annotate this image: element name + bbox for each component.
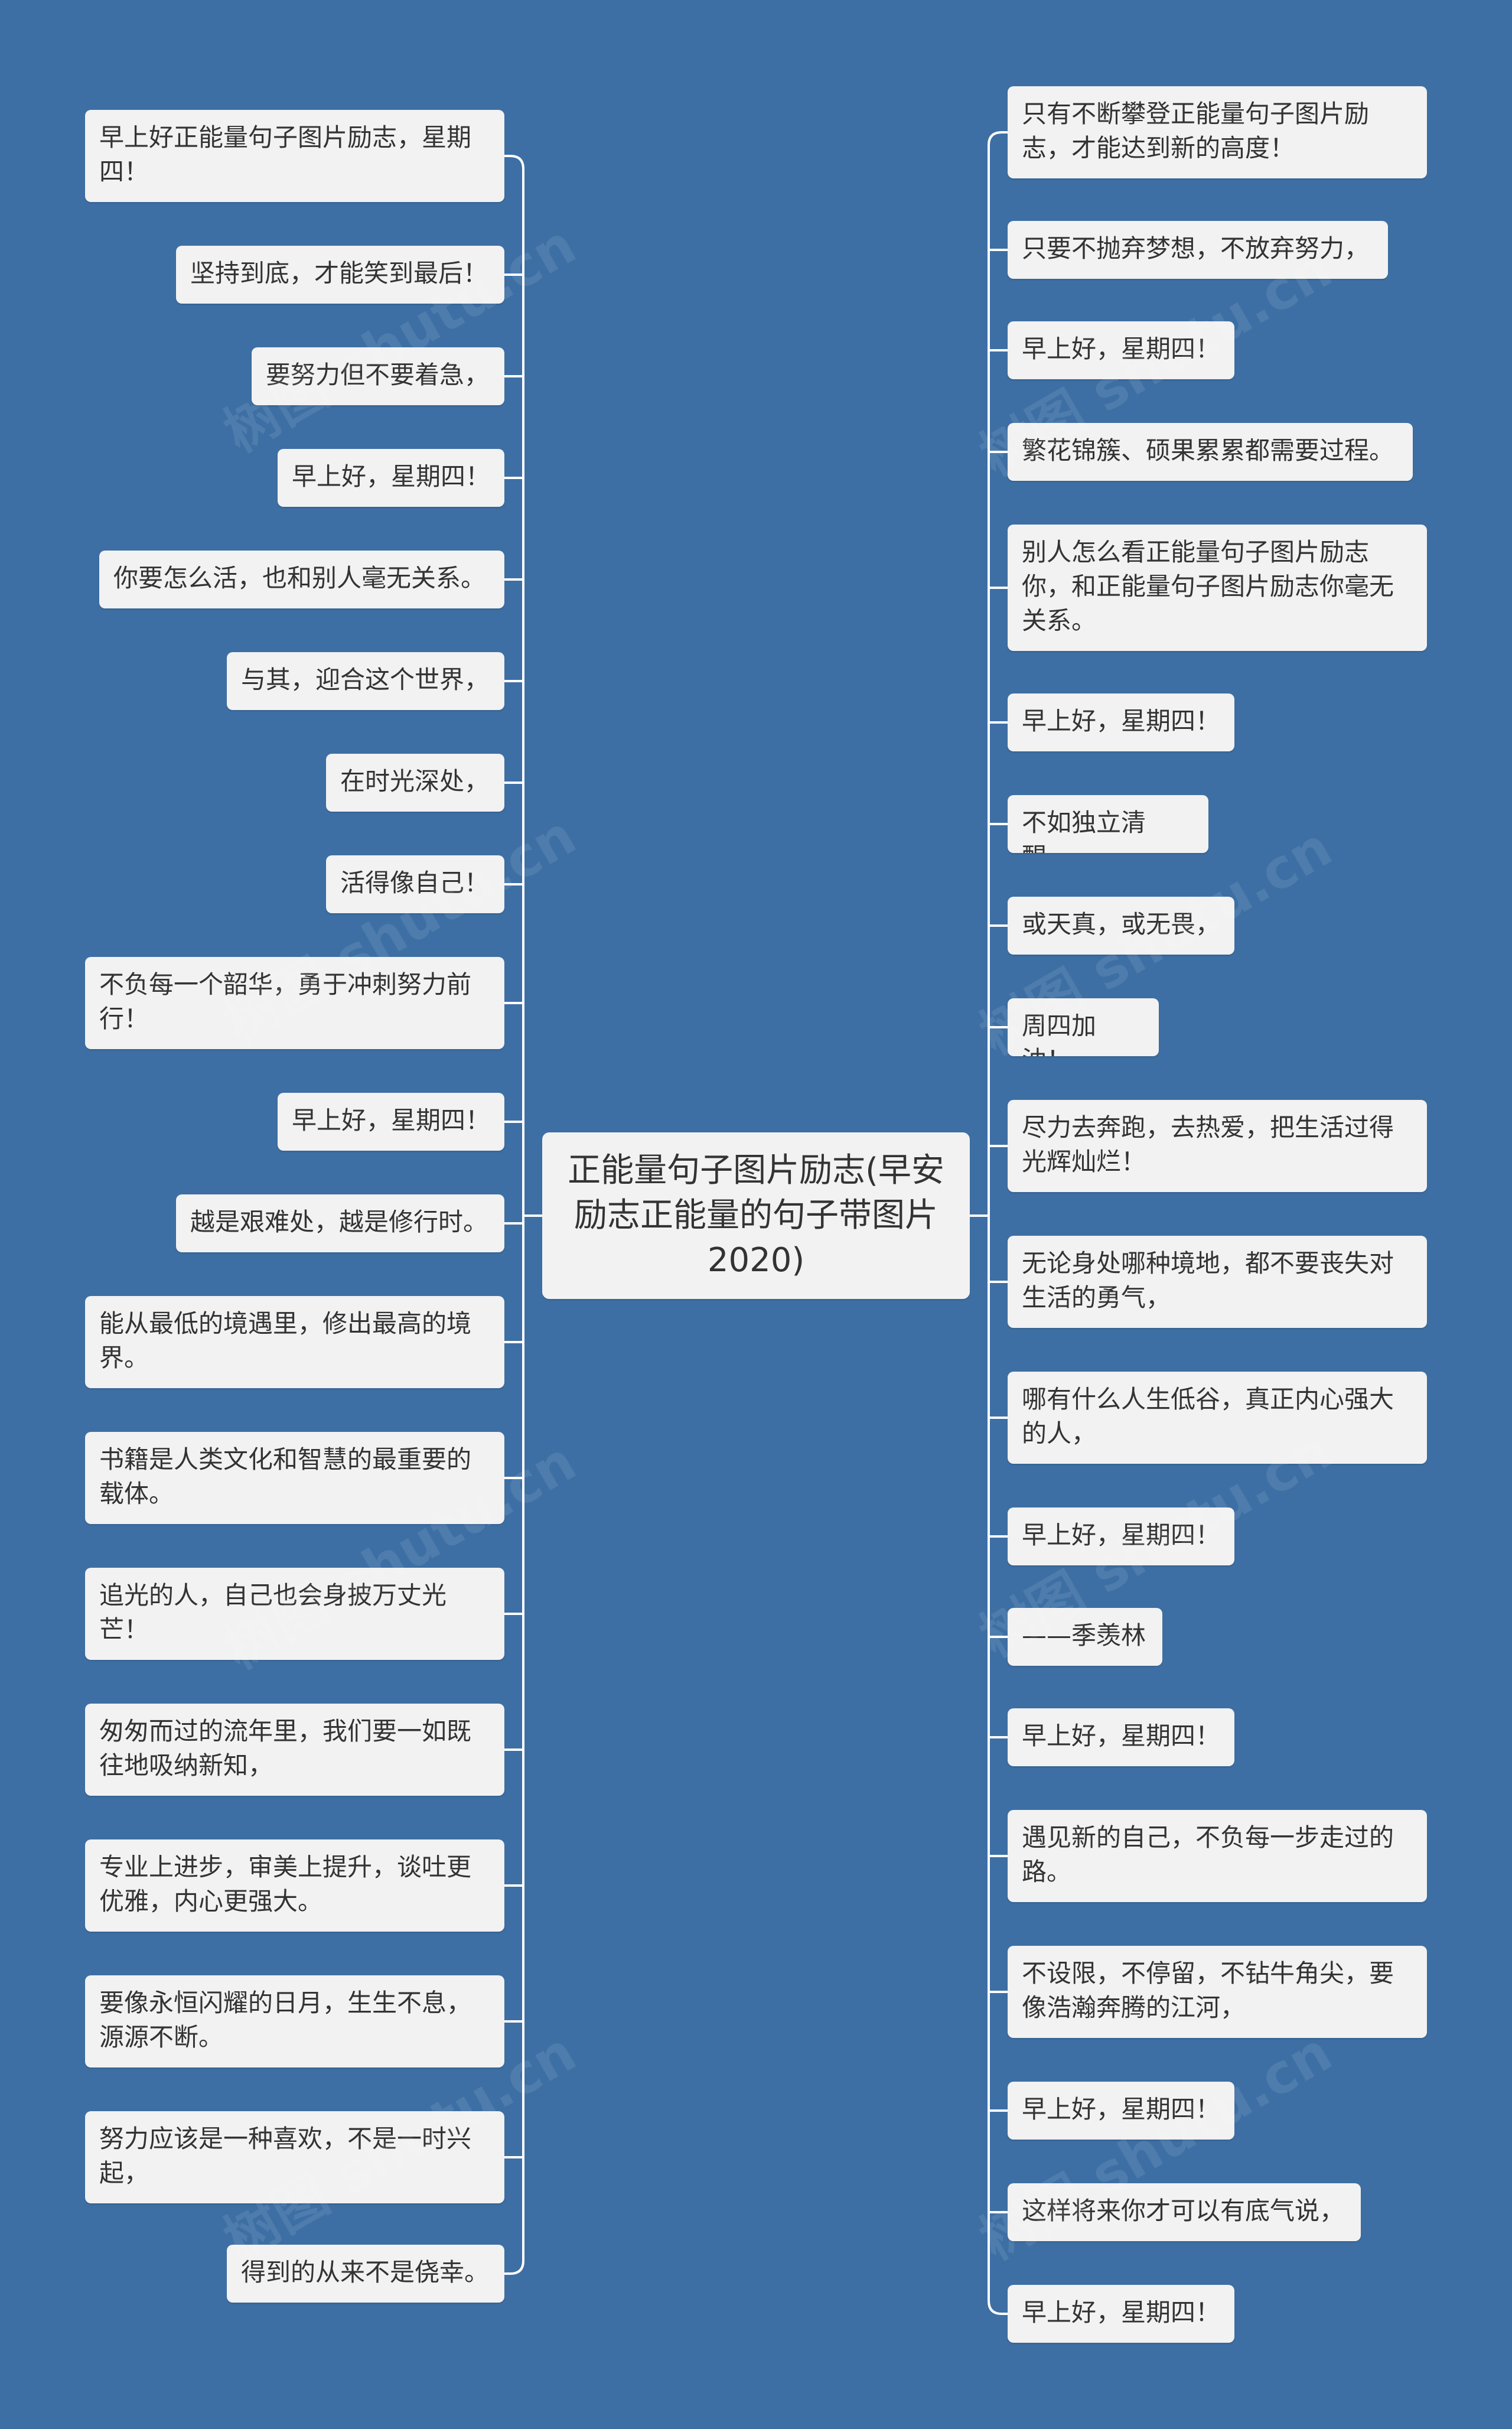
left-branch-label: 在时光深处， <box>340 767 490 796</box>
right-branch-label: ——季羡林 <box>1022 1621 1146 1650</box>
left-branch-node[interactable]: 不负每一个韶华，勇于冲刺努力前行！ <box>85 957 504 1049</box>
right-branch-label: 只有不断攀登正能量句子图片励志，才能达到新的高度！ <box>1022 99 1370 162</box>
right-branch-node[interactable]: 早上好，星期四！ <box>1008 2082 1234 2140</box>
left-branch-label: 越是艰难处，越是修行时。 <box>190 1207 488 1236</box>
right-branch-label: 不设限，不停留，不钻牛角尖，要像浩瀚奔腾的江河， <box>1022 1959 1394 2022</box>
right-branch-node[interactable]: 早上好，星期四！ <box>1008 693 1234 751</box>
left-branch-label: 追光的人，自己也会身披万丈光芒！ <box>99 1581 447 1644</box>
right-branch-node[interactable]: 别人怎么看正能量句子图片励志你，和正能量句子图片励志你毫无关系。 <box>1008 525 1427 651</box>
watermark: 树图 shutu.cn <box>213 213 586 465</box>
left-branch-label: 早上好正能量句子图片励志，星期四！ <box>99 123 472 186</box>
right-branch-label: 哪有什么人生低谷，真正内心强大的人， <box>1022 1385 1394 1448</box>
left-branch-node[interactable]: 早上好正能量句子图片励志，星期四！ <box>85 110 504 202</box>
left-branch-label: 坚持到底，才能笑到最后！ <box>190 259 488 288</box>
left-branch-label: 要努力但不要着急， <box>266 360 490 389</box>
left-branch-label: 活得像自己！ <box>340 868 490 897</box>
left-branch-node[interactable]: 能从最低的境遇里，修出最高的境界。 <box>85 1296 504 1388</box>
root-topic-label: 正能量句子图片励志(早安励志正能量的句子带图片2020) <box>568 1151 944 1279</box>
right-branch-label: 或天真，或无畏， <box>1022 910 1221 939</box>
left-branch-node[interactable]: 得到的从来不是侥幸。 <box>227 2245 504 2303</box>
left-branch-node[interactable]: 追光的人，自己也会身披万丈光芒！ <box>85 1568 504 1660</box>
right-branch-node[interactable]: 或天真，或无畏， <box>1008 897 1234 955</box>
left-branch-node[interactable]: 早上好，星期四！ <box>278 1093 504 1151</box>
left-branch-node[interactable]: 坚持到底，才能笑到最后！ <box>176 246 504 304</box>
left-branch-node[interactable]: 专业上进步，审美上提升，谈吐更优雅，内心更强大。 <box>85 1839 504 1932</box>
left-branch-label: 早上好，星期四！ <box>292 1106 491 1135</box>
left-branch-node[interactable]: 在时光深处， <box>326 754 504 812</box>
right-branch-label: 只要不抛弃梦想，不放弃努力， <box>1022 234 1370 263</box>
left-branch-label: 匆匆而过的流年里，我们要一如既往地吸纳新知， <box>99 1717 472 1780</box>
left-branch-node[interactable]: 越是艰难处，越是修行时。 <box>176 1194 504 1252</box>
left-branch-node[interactable]: 你要怎么活，也和别人毫无关系。 <box>99 551 504 608</box>
connector-line <box>988 131 1008 146</box>
right-branch-label: 早上好，星期四！ <box>1022 1721 1221 1750</box>
right-branch-label: 不如独立清醒， <box>1022 808 1146 853</box>
left-branch-node[interactable]: 早上好，星期四！ <box>278 449 504 507</box>
right-branch-node[interactable]: 只有不断攀登正能量句子图片励志，才能达到新的高度！ <box>1008 86 1427 178</box>
right-branch-node[interactable]: 早上好，星期四！ <box>1008 321 1234 379</box>
right-branch-node[interactable]: 这样将来你才可以有底气说， <box>1008 2183 1361 2241</box>
right-branch-node[interactable]: 周四加油！ <box>1008 998 1159 1056</box>
right-branch-node[interactable]: 早上好，星期四！ <box>1008 1507 1234 1565</box>
root-topic[interactable]: 正能量句子图片励志(早安励志正能量的句子带图片2020) <box>542 1132 970 1299</box>
connector-line <box>504 2260 524 2275</box>
right-branch-node[interactable]: 只要不抛弃梦想，不放弃努力， <box>1008 221 1388 279</box>
right-branch-label: 早上好，星期四！ <box>1022 334 1221 363</box>
left-branch-label: 早上好，星期四！ <box>292 462 491 491</box>
right-branch-node[interactable]: 不如独立清醒， <box>1008 795 1208 853</box>
left-branch-label: 能从最低的境遇里，修出最高的境界。 <box>99 1309 472 1372</box>
left-branch-node[interactable]: 活得像自己！ <box>326 855 504 913</box>
left-branch-label: 得到的从来不是侥幸。 <box>241 2258 490 2287</box>
right-branch-node[interactable]: 尽力去奔跑，去热爱，把生活过得光辉灿烂！ <box>1008 1100 1427 1192</box>
right-branch-label: 早上好，星期四！ <box>1022 1520 1221 1549</box>
left-branch-node[interactable]: 要像永恒闪耀的日月，生生不息，源源不断。 <box>85 1975 504 2067</box>
right-branch-label: 遇见新的自己，不负每一步走过的路。 <box>1022 1823 1394 1886</box>
right-branch-node[interactable]: 早上好，星期四！ <box>1008 1708 1234 1766</box>
connector-line <box>504 155 524 170</box>
left-branch-label: 你要怎么活，也和别人毫无关系。 <box>113 564 486 592</box>
connector-line <box>988 2300 1008 2315</box>
right-branch-label: 无论身处哪种境地，都不要丧失对生活的勇气， <box>1022 1249 1394 1312</box>
right-branch-label: 别人怎么看正能量句子图片励志你，和正能量句子图片励志你毫无关系。 <box>1022 538 1394 635</box>
left-branch-label: 不负每一个韶华，勇于冲刺努力前行！ <box>99 970 472 1033</box>
right-branch-node[interactable]: 繁花锦簇、硕果累累都需要过程。 <box>1008 423 1413 481</box>
right-branch-label: 尽力去奔跑，去热爱，把生活过得光辉灿烂！ <box>1022 1113 1394 1176</box>
right-branch-label: 早上好，星期四！ <box>1022 2298 1221 2327</box>
right-branch-label: 繁花锦簇、硕果累累都需要过程。 <box>1022 436 1394 465</box>
right-branch-label: 这样将来你才可以有底气说， <box>1022 2196 1345 2225</box>
right-branch-label: 早上好，星期四！ <box>1022 706 1221 735</box>
left-branch-node[interactable]: 要努力但不要着急， <box>252 347 504 405</box>
right-branch-node[interactable]: 早上好，星期四！ <box>1008 2285 1234 2343</box>
left-branch-label: 要像永恒闪耀的日月，生生不息，源源不断。 <box>99 1988 472 2052</box>
right-branch-node[interactable]: 不设限，不停留，不钻牛角尖，要像浩瀚奔腾的江河， <box>1008 1946 1427 2038</box>
right-branch-node[interactable]: 哪有什么人生低谷，真正内心强大的人， <box>1008 1372 1427 1464</box>
right-branch-label: 早上好，星期四！ <box>1022 2095 1221 2124</box>
left-branch-node[interactable]: 努力应该是一种喜欢，不是一时兴起， <box>85 2111 504 2203</box>
left-branch-node[interactable]: 书籍是人类文化和智慧的最重要的载体。 <box>85 1432 504 1524</box>
left-branch-label: 书籍是人类文化和智慧的最重要的载体。 <box>99 1445 472 1508</box>
left-branch-node[interactable]: 匆匆而过的流年里，我们要一如既往地吸纳新知， <box>85 1704 504 1796</box>
right-branch-node[interactable]: 无论身处哪种境地，都不要丧失对生活的勇气， <box>1008 1236 1427 1328</box>
right-branch-node[interactable]: 遇见新的自己，不负每一步走过的路。 <box>1008 1810 1427 1902</box>
right-branch-label: 周四加油！ <box>1022 1011 1097 1056</box>
left-branch-label: 专业上进步，审美上提升，谈吐更优雅，内心更强大。 <box>99 1852 472 1916</box>
left-branch-label: 努力应该是一种喜欢，不是一时兴起， <box>99 2124 472 2187</box>
left-branch-node[interactable]: 与其，迎合这个世界， <box>227 652 504 710</box>
left-branch-label: 与其，迎合这个世界， <box>241 665 490 694</box>
right-branch-node[interactable]: ——季羡林 <box>1008 1608 1162 1666</box>
